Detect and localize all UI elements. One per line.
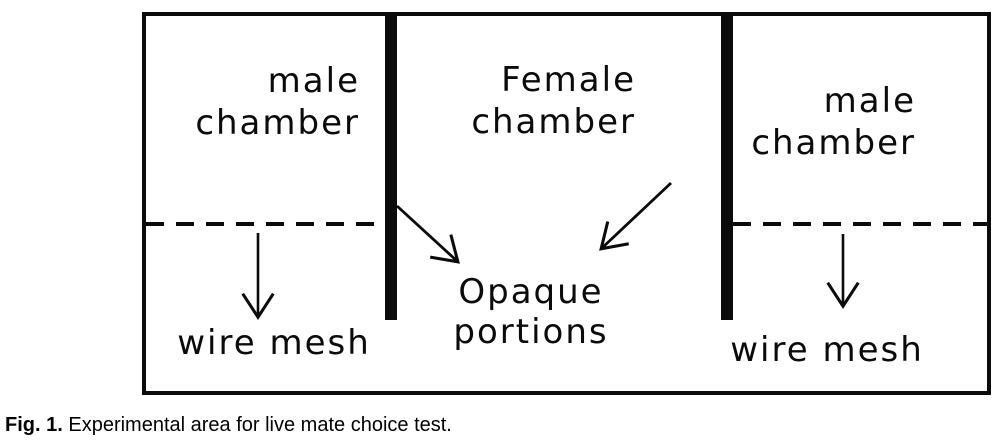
opaque-portions-label: Opaque portions bbox=[453, 272, 608, 352]
figure-caption-number: Fig. 1. bbox=[5, 414, 63, 436]
male-chamber-right-line2: chamber bbox=[751, 123, 916, 163]
opaque-divider-right bbox=[721, 12, 733, 320]
opaque-portions-line1: Opaque bbox=[458, 272, 604, 312]
male-chamber-right-line1: male bbox=[823, 81, 916, 121]
male-chamber-label-left: male chamber bbox=[195, 60, 360, 144]
wire-mesh-dashed-line-right bbox=[733, 222, 987, 226]
figure-caption: Fig. 1. Experimental area for live mate … bbox=[5, 412, 452, 438]
opaque-portions-line2: portions bbox=[453, 312, 609, 352]
wire-mesh-dashed-line-left bbox=[146, 222, 386, 226]
experimental-arena-outline bbox=[142, 12, 991, 395]
male-chamber-label-right: male chamber bbox=[751, 80, 916, 164]
opaque-divider-left bbox=[385, 12, 397, 320]
female-chamber-line1: Female bbox=[501, 60, 636, 100]
male-chamber-left-line2: chamber bbox=[195, 103, 360, 143]
male-chamber-left-line1: male bbox=[267, 61, 360, 101]
female-chamber-line2: chamber bbox=[471, 102, 636, 142]
wire-mesh-label-left: wire mesh bbox=[177, 323, 371, 363]
female-chamber-label: Female chamber bbox=[471, 59, 636, 143]
wire-mesh-label-right: wire mesh bbox=[730, 330, 924, 370]
figure-caption-text: Experimental area for live mate choice t… bbox=[68, 414, 452, 436]
